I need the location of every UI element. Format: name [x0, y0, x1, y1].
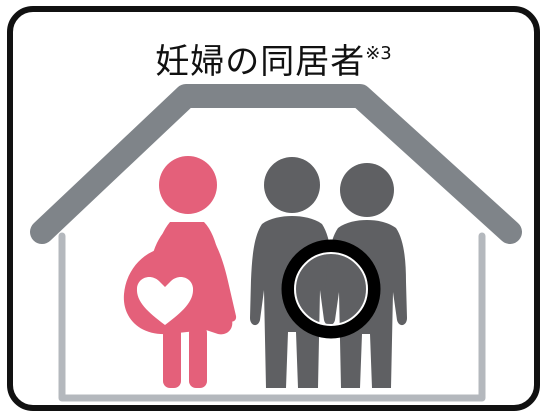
title-text: 妊婦の同居者: [155, 42, 366, 82]
house-outline-icon: [30, 84, 522, 402]
pregnant-woman-icon: [123, 156, 237, 388]
marker-highlight: [294, 252, 368, 326]
heart-icon: [136, 277, 194, 325]
circle-marker-icon: [281, 239, 381, 339]
card-title: 妊婦の同居者※3: [13, 34, 534, 82]
title-footnote-mark: ※3: [365, 43, 392, 64]
